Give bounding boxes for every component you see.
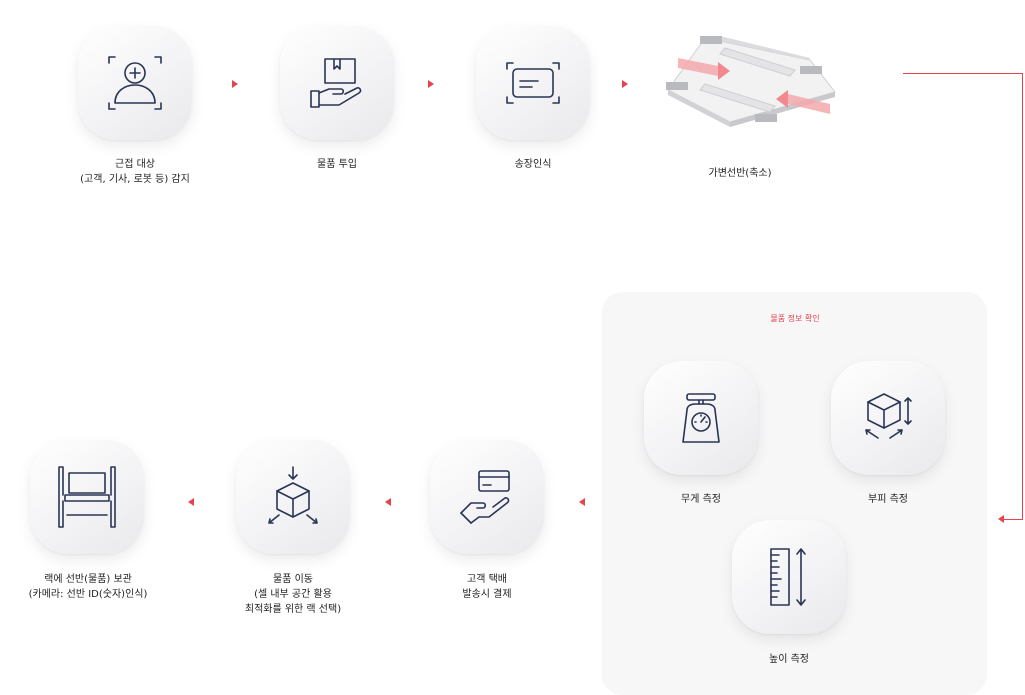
step-3-label: 송장인식 — [514, 159, 552, 170]
arrow-panel-step5 — [579, 498, 585, 506]
volume-tile — [831, 361, 945, 475]
box-move-icon — [268, 466, 318, 524]
weight-tile — [644, 361, 758, 475]
info-panel — [602, 292, 987, 695]
connector-vertical — [1022, 73, 1023, 520]
step-1-label: 근접 대상(고객, 기사, 로봇 등) 감지 — [80, 159, 190, 185]
step-7-label: 랙에 선반(물품) 보관(카메라: 선반 ID(숫자)인식) — [28, 574, 148, 600]
height-label: 높이 측정 — [769, 654, 809, 665]
step-2-tile — [280, 26, 394, 140]
rack-icon — [58, 466, 116, 528]
arrow-step3-step4 — [622, 80, 628, 88]
arrow-step1-step2 — [232, 80, 238, 88]
volume-label: 부피 측정 — [868, 494, 908, 505]
arrow-step6-step7 — [188, 498, 194, 506]
person-detect-icon — [108, 56, 162, 110]
weight-label: 무게 측정 — [681, 494, 721, 505]
step-4-label: 가변선반(축소) — [708, 168, 772, 179]
step-7-tile — [30, 440, 144, 554]
variable-shelf-image — [666, 36, 836, 127]
label-scan-icon — [506, 62, 560, 104]
info-panel-title: 물품 정보 확인 — [770, 314, 820, 323]
step-6-tile — [236, 440, 350, 554]
arrow-step5-step6 — [385, 498, 391, 506]
connector-top — [903, 73, 1023, 74]
volume-cube-icon — [865, 393, 912, 439]
scale-icon — [682, 393, 720, 443]
arrow-into-panel — [998, 515, 1004, 523]
step-3-tile — [476, 26, 590, 140]
step-1-tile — [78, 26, 192, 140]
connector-bottom — [1003, 519, 1023, 520]
hand-card-icon — [460, 470, 510, 524]
ruler-icon — [770, 548, 806, 606]
hand-package-icon — [310, 58, 362, 108]
step-2-label: 물품 투입 — [317, 159, 357, 170]
arrow-step2-step3 — [428, 80, 434, 88]
height-tile — [732, 520, 846, 634]
step-5-tile — [430, 440, 544, 554]
